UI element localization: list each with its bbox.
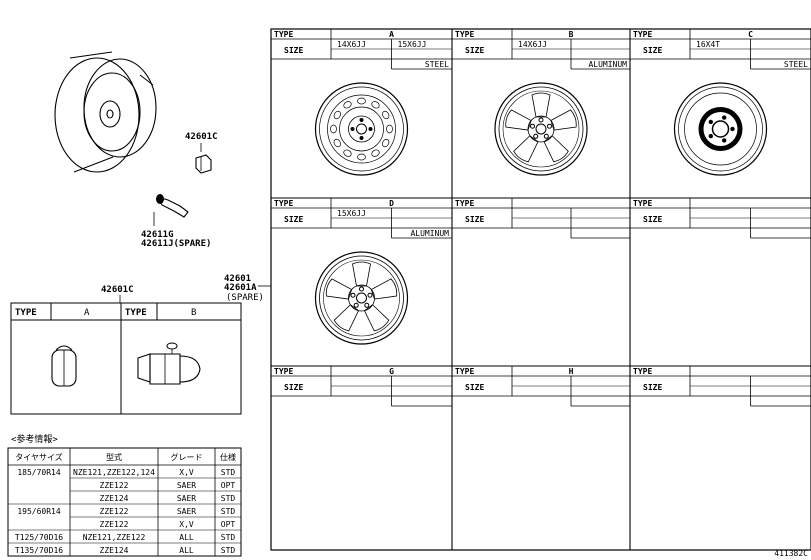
panel-type-value: D xyxy=(389,199,394,208)
panel-type-value: H xyxy=(569,367,574,376)
reference-table: タイヤサイズ 型式 グレード 仕様 185/70R14 NZE121,ZZE122,124… xyxy=(7,447,242,557)
part-number-nut: 42601C xyxy=(185,132,218,142)
wheel-panel-c: TYPE SIZE C 16X4T STEEL xyxy=(630,29,811,176)
reference-cell: SAER xyxy=(177,494,196,503)
part-number-nut-box: 42601C xyxy=(101,285,134,295)
valve-stem-illustration xyxy=(156,194,189,218)
panel-type-value: B xyxy=(569,30,574,39)
reference-cell: X,V xyxy=(179,468,194,477)
nut-type-b-value: B xyxy=(191,308,196,318)
wheel-panel-a: TYPE SIZE A 14X6JJ 15X6JJ STEEL xyxy=(271,29,452,176)
reference-cell: T125/70D16 xyxy=(15,533,63,542)
reference-cell: ALL xyxy=(179,546,194,555)
panel-size-label: SIZE xyxy=(643,215,662,224)
panel-type-label: TYPE xyxy=(455,30,474,39)
panel-type-value: C xyxy=(748,30,753,39)
panel-size-label: SIZE xyxy=(284,383,303,392)
reference-cell: STD xyxy=(221,468,236,477)
panel-size-label: SIZE xyxy=(465,215,484,224)
reference-cell: OPT xyxy=(221,481,236,490)
nut-type-a-illustration xyxy=(51,345,77,387)
nut-type-a-value: A xyxy=(84,308,90,318)
reference-cell: ZZE124 xyxy=(100,546,129,555)
panel-type-value: G xyxy=(389,367,394,376)
panel-size-label: SIZE xyxy=(465,383,484,392)
panel-type-label: TYPE xyxy=(455,367,474,376)
reference-cell: STD xyxy=(221,494,236,503)
panel-type-label: TYPE xyxy=(633,367,652,376)
reference-cell: ZZE122 xyxy=(100,520,129,529)
reference-header: グレード xyxy=(171,452,203,462)
panel-material: ALUMINUM xyxy=(410,229,449,238)
alloy-wheel-illustration xyxy=(494,82,588,176)
wheel-spare-note: (SPARE) xyxy=(226,293,264,303)
reference-cell: NZE121,ZZE122,124 xyxy=(73,468,155,477)
spare-wheel-illustration xyxy=(673,82,768,176)
panel-size-1: 14X6JJ xyxy=(518,40,547,49)
wheel-panel-blank: TYPE SIZE xyxy=(452,198,630,239)
panel-size-1: 16X4T xyxy=(696,40,720,49)
panel-size-label: SIZE xyxy=(643,383,662,392)
nut-type-label-b: TYPE xyxy=(125,308,147,318)
reference-cell: STD xyxy=(221,533,236,542)
reference-cell: T135/70D16 xyxy=(15,546,63,555)
part-number-valve-spare: 42611J(SPARE) xyxy=(141,239,211,249)
panel-size-label: SIZE xyxy=(284,46,303,55)
reference-cell: X,V xyxy=(179,520,194,529)
nut-type-box: TYPE A TYPE B xyxy=(10,302,242,415)
reference-header: 仕様 xyxy=(220,452,236,462)
wheel-panel-blank: TYPE SIZE xyxy=(630,366,811,407)
panel-size-label: SIZE xyxy=(465,46,484,55)
reference-cell: 185/70R14 xyxy=(17,468,61,477)
reference-header: 型式 xyxy=(106,452,122,462)
reference-cell: ALL xyxy=(179,533,194,542)
reference-cell: NZE121,ZZE122 xyxy=(83,533,146,542)
panel-size-1: 15X6JJ xyxy=(337,209,366,218)
panel-type-label: TYPE xyxy=(633,199,652,208)
panel-material: ALUMINUM xyxy=(588,60,627,69)
reference-cell: OPT xyxy=(221,520,236,529)
wheel-panel-h: TYPE SIZE H xyxy=(452,366,630,407)
panel-type-label: TYPE xyxy=(274,30,293,39)
reference-cell: ZZE122 xyxy=(100,507,129,516)
panel-type-value: A xyxy=(389,30,394,39)
reference-cell: STD xyxy=(221,507,236,516)
panel-size-label: SIZE xyxy=(643,46,662,55)
reference-title: <参考情報> xyxy=(11,433,58,445)
reference-cell: ZZE122 xyxy=(100,481,129,490)
panel-material: STEEL xyxy=(425,60,449,69)
panel-size-label: SIZE xyxy=(284,215,303,224)
reference-cell: ZZE124 xyxy=(100,494,129,503)
part-number-wheel-alt: 42601A xyxy=(224,283,257,293)
reference-header: タイヤサイズ xyxy=(15,452,63,462)
wheel-panel-d: TYPE SIZE D 15X6JJ ALUMINUM xyxy=(271,198,452,345)
wheel-type-grid: TYPE SIZE A 14X6JJ 15X6JJ STEEL TYPE SIZE B 14X6J… xyxy=(270,28,811,551)
alloy-wheel-illustration xyxy=(314,251,409,345)
reference-cell: SAER xyxy=(177,507,196,516)
tire-wheel-assembly-illustration xyxy=(54,51,157,173)
nut-type-b-illustration xyxy=(137,342,201,385)
steel-wheel-illustration xyxy=(314,82,409,176)
panel-type-label: TYPE xyxy=(274,199,293,208)
nut-42601c-illustration xyxy=(195,154,212,174)
panel-size-2: 15X6JJ xyxy=(398,40,427,49)
part-number-wheel: 42601 xyxy=(224,274,251,284)
wheel-panel-b: TYPE SIZE B 14X6JJ ALUMINUM xyxy=(452,29,630,176)
nut-type-label: TYPE xyxy=(15,308,37,318)
reference-cell: 195/60R14 xyxy=(17,507,61,516)
figure-code: 411382C xyxy=(774,549,808,558)
part-number-valve: 42611G xyxy=(141,230,174,240)
reference-cell: STD xyxy=(221,546,236,555)
panel-type-label: TYPE xyxy=(274,367,293,376)
wheel-panel-g: TYPE SIZE G xyxy=(271,366,452,407)
wheel-panel-blank: TYPE SIZE xyxy=(630,198,811,239)
panel-material: STEEL xyxy=(784,60,808,69)
reference-cell: SAER xyxy=(177,481,196,490)
panel-size-1: 14X6JJ xyxy=(337,40,366,49)
panel-type-label: TYPE xyxy=(633,30,652,39)
panel-type-label: TYPE xyxy=(455,199,474,208)
